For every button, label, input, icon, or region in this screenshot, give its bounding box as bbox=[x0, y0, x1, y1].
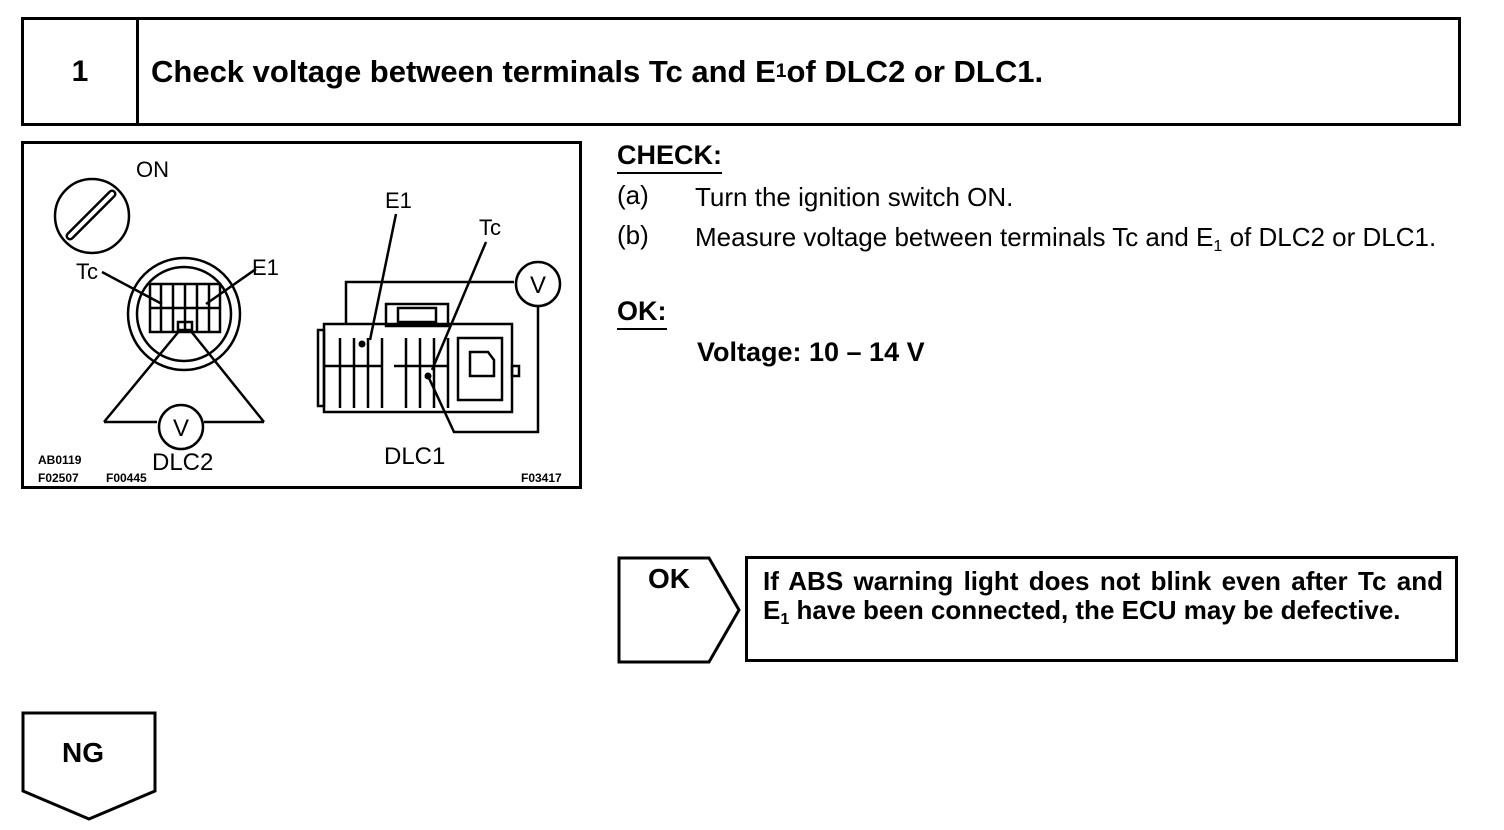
check-step-a-letter: (a) bbox=[617, 180, 649, 210]
check-heading: CHECK: bbox=[617, 140, 722, 174]
dlc2-connector-icon bbox=[126, 256, 242, 372]
connector-diagram: ON Tc E1 E1 Tc V V DLC2 DLC1 AB0119 F025… bbox=[38, 157, 562, 485]
check-step-b-letter: (b) bbox=[617, 220, 649, 250]
ok-result-box: If ABS warning light does not blink even… bbox=[745, 556, 1458, 662]
voltmeter-left-label: V bbox=[173, 415, 189, 442]
dlc1-connector-icon bbox=[316, 302, 521, 414]
step-number: 1 bbox=[24, 20, 139, 123]
step-title: Check voltage between terminals Tc and E… bbox=[151, 53, 1044, 89]
on-label: ON bbox=[136, 157, 169, 182]
ok-heading: OK: bbox=[617, 296, 667, 330]
tc-left-label: Tc bbox=[76, 259, 98, 284]
check-step-b-subscript: 1 bbox=[1213, 236, 1223, 255]
step-header: 1 Check voltage between terminals Tc and… bbox=[21, 17, 1461, 126]
ok-result-text-end: have been connected, the ECU may be defe… bbox=[789, 595, 1401, 625]
e1-left-label: E1 bbox=[252, 255, 279, 280]
step-title-text-end: of DLC2 or DLC1. bbox=[786, 53, 1044, 89]
check-step-a-text: Turn the ignition switch ON. bbox=[695, 182, 1014, 212]
ok-arrow-label: OK bbox=[648, 563, 690, 594]
check-step-b-text-end: of DLC2 or DLC1. bbox=[1222, 222, 1437, 252]
figure-code-f03417: F03417 bbox=[521, 471, 562, 485]
tc-right-label: Tc bbox=[479, 215, 501, 240]
ignition-switch-icon bbox=[53, 177, 131, 255]
voltmeter-right-label: V bbox=[530, 272, 546, 299]
check-step-b-text: Measure voltage between terminals Tc and… bbox=[695, 218, 1475, 257]
connector-illustration: ON Tc E1 E1 Tc V V DLC2 DLC1 AB0119 F025… bbox=[21, 141, 582, 489]
figure-code-f00445: F00445 bbox=[106, 471, 147, 485]
e1-right-label: E1 bbox=[385, 188, 412, 213]
dlc1-label: DLC1 bbox=[384, 443, 445, 470]
dlc2-label: DLC2 bbox=[152, 449, 213, 476]
check-step-b-text-start: Measure voltage between terminals Tc and… bbox=[695, 222, 1214, 252]
voltmeter-left-icon bbox=[157, 403, 205, 451]
ok-arrow-icon bbox=[617, 556, 741, 664]
ok-result-subscript: 1 bbox=[780, 609, 790, 628]
ng-arrow-icon bbox=[21, 711, 157, 821]
figure-code-ab0119: AB0119 bbox=[38, 453, 82, 467]
ng-label: NG bbox=[62, 737, 104, 768]
ok-voltage-value: Voltage: 10 – 14 V bbox=[697, 337, 925, 367]
step-title-text: Check voltage between terminals Tc and E bbox=[151, 53, 776, 89]
figure-code-f02507: F02507 bbox=[38, 471, 79, 485]
ok-result-text-start: If ABS warning light does not blink even… bbox=[763, 566, 1443, 625]
